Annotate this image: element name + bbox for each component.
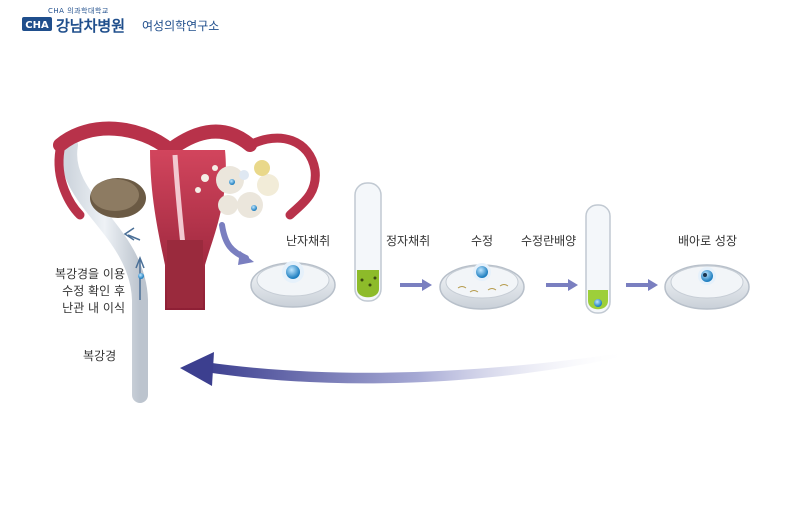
- label-sperm-retrieval: 정자채취: [386, 234, 431, 248]
- dish-fertilization: [439, 263, 525, 310]
- header: CHA 의과학대학교 CHA 강남차병원 여성의학연구소: [22, 6, 252, 35]
- transfer-note-line: 수정 확인 후: [62, 284, 125, 298]
- label-embryo-growth: 배아로 성장: [678, 234, 738, 248]
- transfer-note-line: 복강경을 이용: [54, 267, 125, 281]
- label-laparoscope: 복강경: [83, 349, 117, 363]
- laparoscope-tube: [61, 137, 148, 403]
- return-arrow: [180, 352, 630, 386]
- label-egg-retrieval: 난자채취: [286, 234, 331, 248]
- transfer-note-line: 난관 내 이식: [62, 301, 125, 315]
- transfer-note: 복강경을 이용 수정 확인 후 난관 내 이식: [40, 266, 125, 317]
- university-name: CHA 의과학대학교: [48, 7, 109, 15]
- embryo-in-tube: [138, 273, 144, 279]
- hospital-name: 강남차병원: [56, 17, 126, 35]
- institute-name: 여성의학연구소: [142, 19, 220, 33]
- test-tube-sperm: [354, 182, 382, 302]
- test-tube-zygote: [585, 204, 611, 314]
- dish-egg: [250, 261, 336, 308]
- dish-embryo: [664, 264, 750, 310]
- logo-text: CHA: [25, 20, 49, 31]
- cha-logo-icon: CHA: [22, 17, 52, 31]
- uterus-illustration: [53, 121, 320, 310]
- label-fertilization: 수정: [471, 234, 494, 248]
- label-zygote-culture: 수정란배양: [521, 234, 577, 248]
- follicles-cluster: [216, 160, 279, 218]
